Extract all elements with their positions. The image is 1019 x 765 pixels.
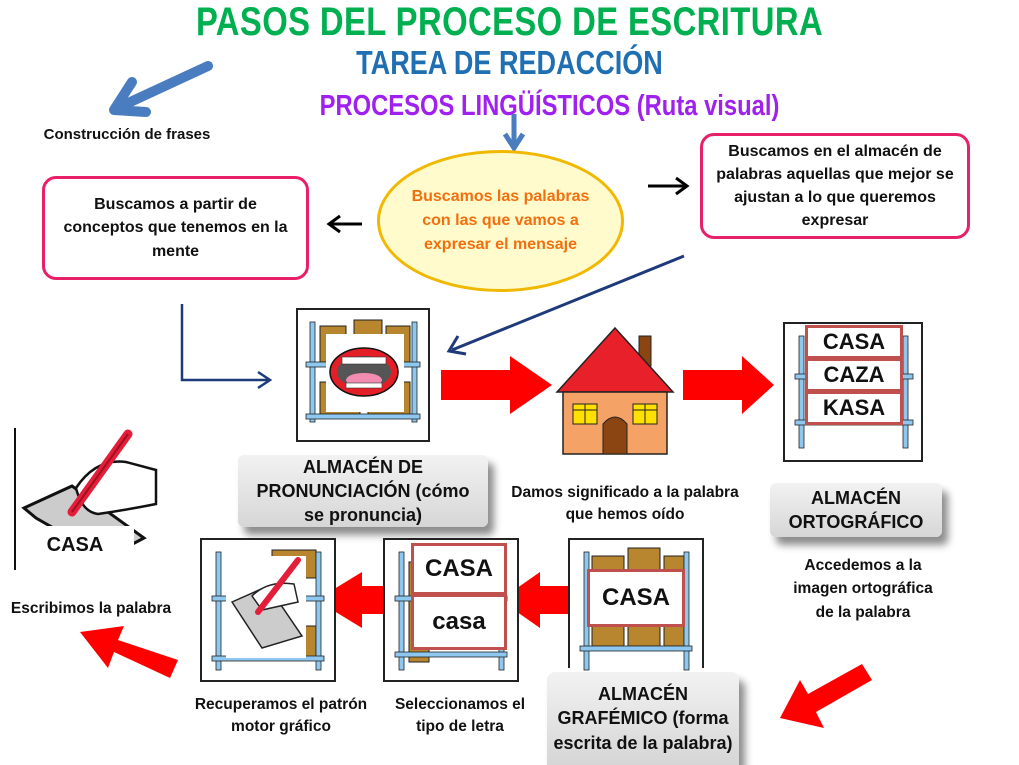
word-casa-lower: casa bbox=[411, 594, 507, 650]
label-construccion-frases: Construcción de frases bbox=[43, 126, 211, 143]
red-arrow-right-2-icon bbox=[683, 356, 774, 414]
written-word: CASA bbox=[46, 534, 104, 556]
subtitle: TAREA DE REDACCIÓN bbox=[356, 44, 663, 81]
writing-hand-icon bbox=[21, 429, 158, 570]
label-escribimos: Escribimos la palabra bbox=[10, 600, 172, 617]
navy-elbow-arrow-icon bbox=[180, 304, 273, 390]
writing-hand-shelf-icon bbox=[211, 549, 325, 671]
main-title: PASOS DEL PROCESO DE ESCRITURA bbox=[195, 0, 824, 44]
red-arrow-right-1-icon bbox=[441, 356, 552, 414]
red-arrow-diagonal-right-icon bbox=[780, 664, 872, 728]
box-buscamos-conceptos: Buscamos a partir de conceptos que tenem… bbox=[42, 176, 309, 280]
word-casa-upper: CASA bbox=[411, 543, 507, 595]
box-buscamos-almacen: Buscamos en el almacén de palabras aquel… bbox=[700, 133, 970, 239]
mouth-shelf-icon bbox=[305, 319, 421, 423]
ellipse-buscamos-palabras: Buscamos las palabras con las que vamos … bbox=[377, 150, 624, 292]
writing-hand-image bbox=[14, 428, 166, 570]
house-icon bbox=[555, 326, 675, 455]
box-buscamos-conceptos-text: Buscamos a partir de conceptos que tenem… bbox=[63, 196, 288, 260]
label-damos-significado: Damos significado a la palabra que hemos… bbox=[511, 484, 739, 523]
pronunciation-store-image bbox=[296, 308, 430, 442]
label-almacen-grafemico: ALMACÉN GRAFÉMICO (forma escrita de la p… bbox=[547, 672, 739, 765]
word-kasa: KASA bbox=[805, 391, 903, 425]
word-caza: CAZA bbox=[805, 358, 903, 392]
label-accedemos: Accedemos a la imagen ortográfica de la … bbox=[793, 557, 933, 621]
word-casa: CASA bbox=[805, 325, 903, 359]
almacen-pronunciacion-text: ALMACÉN DE PRONUNCIACIÓN (cómo se pronun… bbox=[256, 456, 470, 526]
label-recuperamos: Recuperamos el patrón motor gráfico bbox=[194, 696, 368, 736]
label-almacen-pronunciacion: ALMACÉN DE PRONUNCIACIÓN (cómo se pronun… bbox=[238, 455, 488, 527]
ellipse-text: Buscamos las palabras con las que vamos … bbox=[411, 188, 590, 253]
section-title: PROCESOS LINGÜÍSTICOS (Ruta visual) bbox=[319, 90, 780, 122]
word-grafemico: CASA bbox=[587, 569, 685, 627]
label-almacen-ortografico: ALMACÉN ORTOGRÁFICO bbox=[770, 483, 942, 537]
red-arrow-diagonal-left-icon bbox=[80, 626, 178, 678]
almacen-ortografico-text: ALMACÉN ORTOGRÁFICO bbox=[788, 487, 924, 532]
box-buscamos-almacen-text: Buscamos en el almacén de palabras aquel… bbox=[716, 142, 954, 230]
black-right-arrow-icon bbox=[648, 176, 690, 196]
motor-pattern-store-image bbox=[200, 538, 336, 682]
almacen-grafemico-text: ALMACÉN GRAFÉMICO (forma escrita de la p… bbox=[553, 684, 733, 753]
black-left-arrow-icon bbox=[326, 214, 362, 234]
label-seleccionamos: Seleccionamos el tipo de letra bbox=[394, 696, 526, 736]
